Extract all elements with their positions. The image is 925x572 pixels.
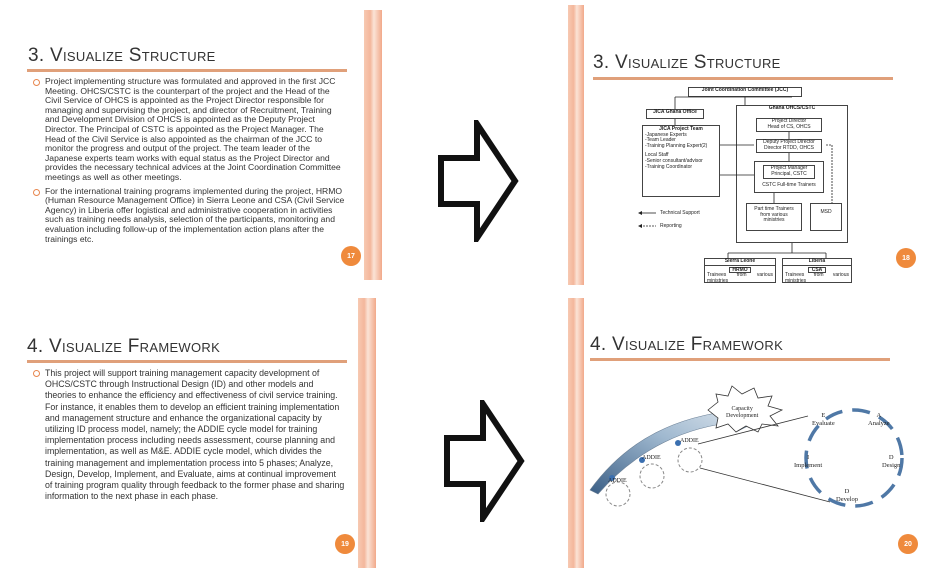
bullet-list: Project implementing structure was formu… [33, 76, 345, 248]
addie-label: ADDIE [642, 455, 661, 461]
slide-19: 4. Visualize Framework This project will… [5, 298, 375, 568]
decorative-stripe [364, 10, 382, 280]
slide-17: 3. Visualize Structure Project implement… [5, 5, 375, 280]
slide-number-badge: 18 [896, 248, 916, 268]
jica-office-box: JICA Ghana Office [646, 109, 704, 119]
title-underline [27, 360, 347, 363]
title-underline [590, 358, 890, 361]
csa-box: CSA [808, 266, 826, 273]
bullet-item: Project implementing structure was formu… [33, 76, 345, 183]
org-connectors [638, 96, 833, 258]
legend-reporting: Reporting [660, 223, 682, 229]
jcc-box: Joint Coordination Committee (JCC) [688, 87, 802, 97]
bullet-item: For the international training programs … [33, 186, 345, 245]
right-arrow-icon [444, 400, 525, 522]
addie-label: ADDIE [608, 478, 627, 484]
addie-label: ADDIE [680, 438, 699, 444]
decorative-stripe [568, 298, 584, 568]
decorative-stripe [568, 5, 584, 285]
legend-technical-support: Technical Support [660, 210, 700, 216]
slide-title: 4. Visualize Framework [590, 334, 784, 355]
bullet-item: This project will support training manag… [33, 368, 345, 502]
slide-number-badge: 17 [341, 246, 361, 266]
slide-18: 3. Visualize Structure Joint Coordinatio… [568, 5, 920, 285]
msd-box: MSD [810, 203, 842, 231]
slide-title: 4. Visualize Framework [27, 336, 221, 357]
jica-team-box: JICA Project Team -Japanese Experts -Tea… [642, 125, 720, 197]
slide-number-badge: 20 [898, 534, 918, 554]
slide-number-badge: 19 [335, 534, 355, 554]
hrmo-box: HRMO [729, 266, 751, 273]
right-arrow-icon [438, 120, 519, 242]
bullet-list: This project will support training manag… [33, 368, 345, 506]
slide-title: 3. Visualize Structure [28, 45, 216, 66]
title-underline [593, 77, 893, 80]
decorative-stripe [358, 298, 376, 568]
title-underline [27, 69, 347, 72]
addie-framework-diagram [589, 385, 904, 508]
slide-title: 3. Visualize Structure [593, 52, 781, 73]
